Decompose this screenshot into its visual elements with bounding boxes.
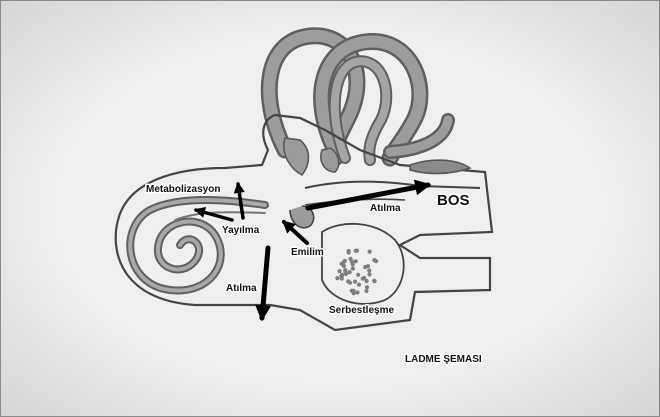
particle-dot [335, 276, 339, 280]
particle-dot [367, 272, 371, 276]
label-csf: BOS [437, 192, 470, 209]
diagram-caption: LADME ŞEMASI [405, 354, 482, 365]
label-metabolism: Metabolizasyon [146, 184, 220, 195]
particle-dot [365, 279, 369, 283]
particle-dot [368, 250, 372, 254]
particle-dot [352, 291, 356, 295]
particle-dot [353, 280, 357, 284]
label-release: Serbestleşme [329, 305, 394, 316]
particle-dot [340, 273, 344, 277]
label-excretion-csf: Atılma [370, 203, 401, 214]
label-diffusion: Yayılma [222, 225, 260, 236]
label-absorption: Emilim [291, 247, 324, 258]
particle-dot [347, 249, 351, 253]
particle-dot [364, 289, 368, 293]
particle-dot [348, 257, 352, 261]
particle-dot [373, 279, 377, 283]
particle-dot [367, 269, 371, 273]
particle-dot [348, 270, 352, 274]
particle-dot [356, 273, 360, 277]
particle-dot [343, 259, 347, 263]
particle-dot [355, 290, 359, 294]
particle-dot [348, 281, 352, 285]
particle-dot [357, 283, 361, 287]
particle-dot [372, 258, 376, 262]
particle-dot [351, 267, 355, 271]
particle-dot [343, 270, 347, 274]
particle-dot [365, 285, 369, 289]
particle-dot [354, 259, 358, 263]
particle-dot [354, 249, 358, 253]
particle-dot [366, 264, 370, 268]
label-excretion-down: Atılma [226, 283, 257, 294]
particle-dot [342, 264, 346, 268]
particle-dot [338, 269, 342, 273]
particle-dot [361, 277, 365, 281]
